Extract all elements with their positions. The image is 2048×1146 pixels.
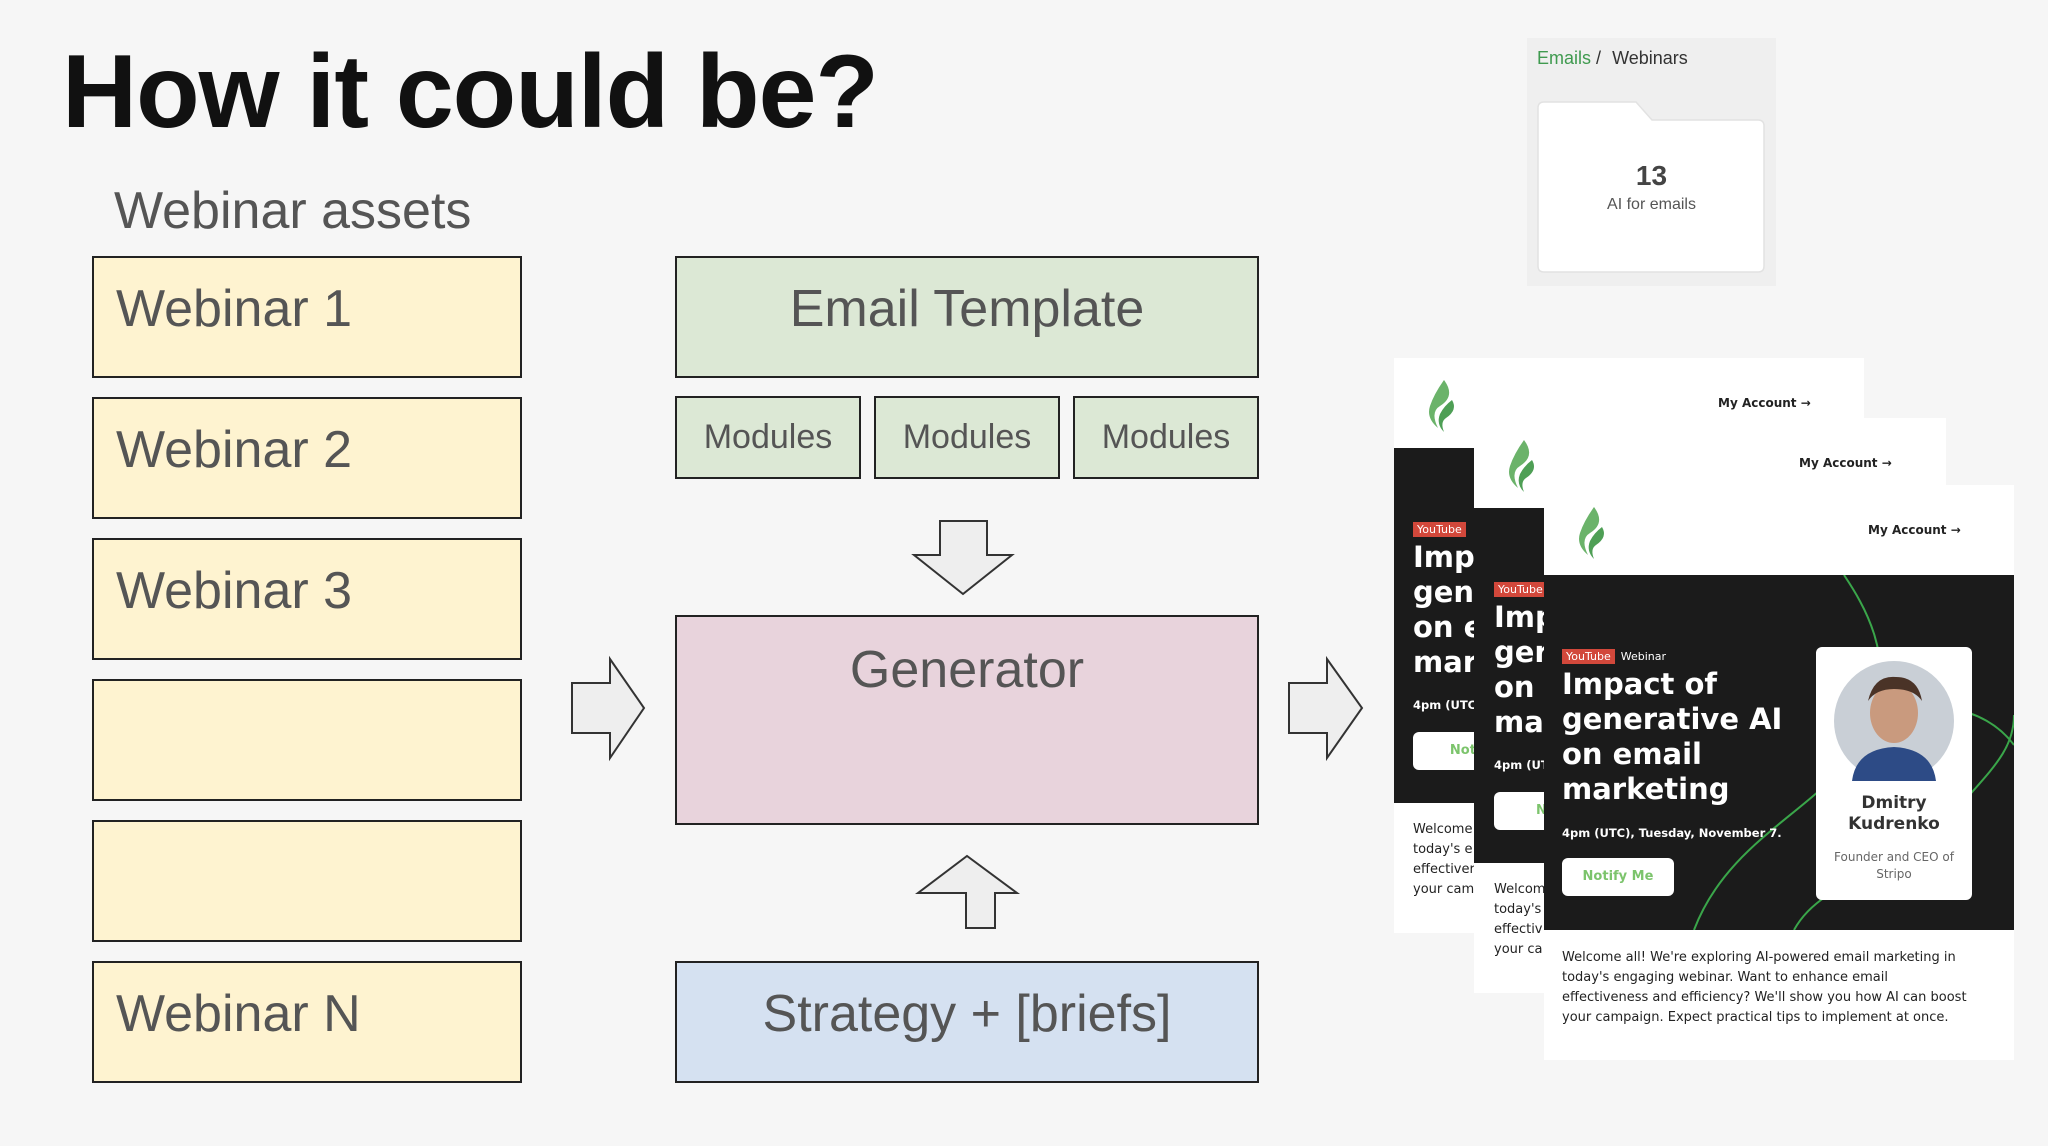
arrow-down-icon: [911, 520, 1015, 596]
youtube-tag: YouTube: [1562, 649, 1615, 664]
my-account-link[interactable]: My Account →: [1868, 523, 1961, 537]
webinar-tag: Webinar: [1620, 650, 1667, 663]
email-template-box: Email Template: [675, 256, 1259, 378]
my-account-link[interactable]: My Account →: [1799, 456, 1892, 470]
webinar-box-3: Webinar 3: [92, 538, 522, 660]
modules-box-2: Modules: [874, 396, 1060, 479]
email-date: 4pm (UT: [1494, 758, 1549, 772]
modules-box-1: Modules: [675, 396, 861, 479]
brand-logo-icon: [1579, 507, 1604, 559]
arrow-up-icon: [915, 854, 1021, 929]
modules-box-3: Modules: [1073, 396, 1259, 479]
arrow-right-icon: [1288, 655, 1364, 762]
breadcrumb-emails-link[interactable]: Emails: [1537, 48, 1592, 68]
youtube-tag: YouTube: [1494, 582, 1547, 597]
email-date: 4pm (UTC: [1413, 698, 1477, 712]
notify-button[interactable]: Notify Me: [1562, 858, 1674, 896]
breadcrumb-current: Webinars: [1612, 48, 1688, 68]
folder-count: 13: [1635, 160, 1668, 191]
email-body: Welcome all! We're exploring AI-powered …: [1562, 950, 1967, 1025]
webinar-assets-label: Webinar assets: [114, 182, 472, 240]
folder-icon[interactable]: [1536, 100, 1766, 276]
webinar-box-n: Webinar N: [92, 961, 522, 1083]
webinar-box-1: Webinar 1: [92, 256, 522, 378]
breadcrumb-separator: /: [1596, 48, 1602, 68]
webinar-box-5: [92, 820, 522, 942]
folder-panel: Emails / Webinars 13 AI for emails: [1527, 38, 1776, 286]
webinar-box-4: [92, 679, 522, 801]
folder-label[interactable]: AI for emails: [1607, 196, 1696, 213]
strategy-box: Strategy + [briefs]: [675, 961, 1259, 1083]
arrow-right-icon: [571, 655, 646, 762]
email-date: 4pm (UTC), Tuesday, November 7.: [1562, 826, 1782, 840]
youtube-tag: YouTube: [1413, 522, 1466, 537]
webinar-box-2: Webinar 2: [92, 397, 522, 519]
speaker-avatar: [1834, 661, 1954, 781]
breadcrumb: Emails / Webinars: [1537, 48, 1688, 69]
brand-logo-icon: [1429, 380, 1454, 432]
brand-logo-icon: [1509, 440, 1534, 492]
my-account-link[interactable]: My Account →: [1718, 396, 1811, 410]
generator-box: Generator: [675, 615, 1259, 825]
page-title: How it could be?: [62, 34, 879, 150]
